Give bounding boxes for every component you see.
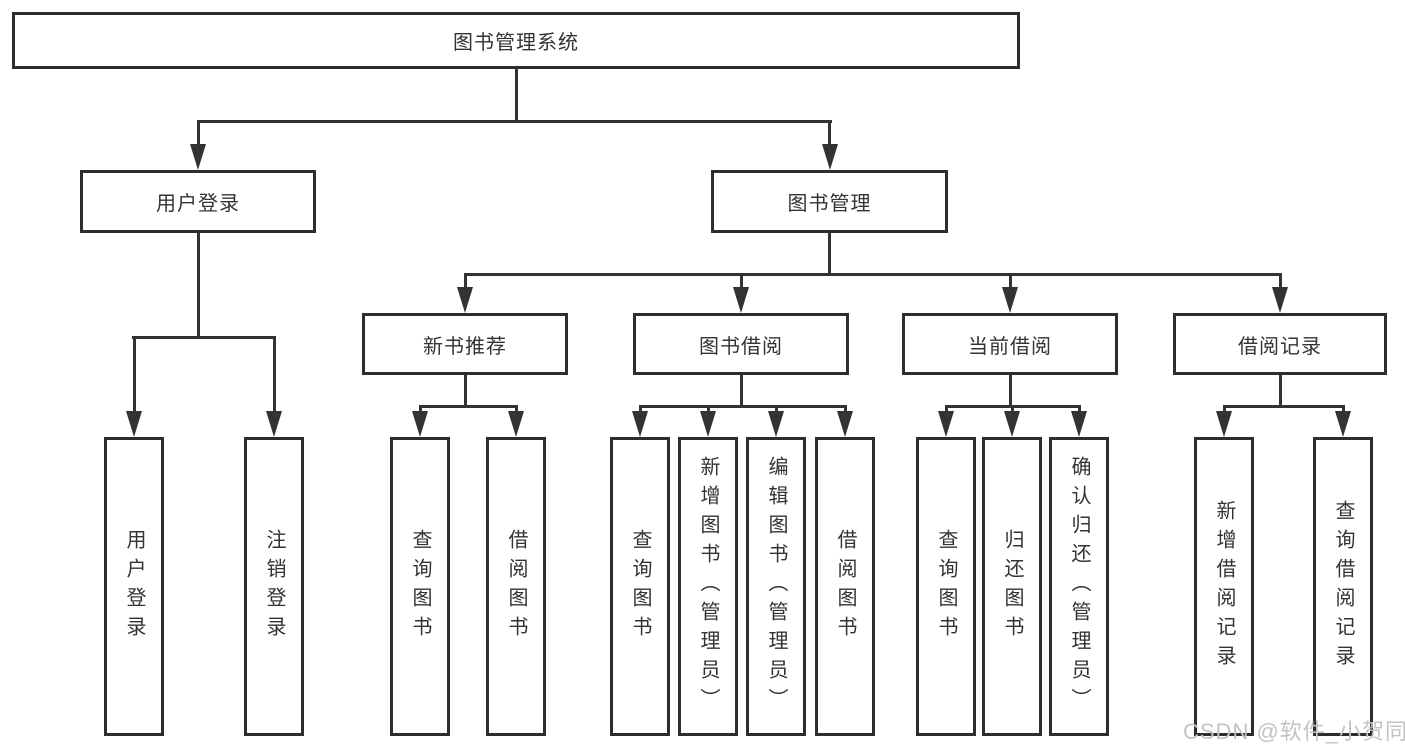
connector-drop-book-borrow (739, 273, 743, 289)
leaf-logout: 注销登录 (244, 437, 304, 736)
leaf-label: 用户登录 (123, 528, 145, 645)
connector-drop-borrow-records (1278, 273, 1282, 289)
connector-book-management-stem (828, 233, 831, 276)
connector-root-rail (196, 120, 832, 123)
leaf-add-borrow-record: 新增借阅记录 (1194, 437, 1254, 736)
connector-drop-borrow-book-1 (514, 405, 518, 413)
node-new-book-recommendation: 新书推荐 (362, 313, 568, 375)
leaf-query-book-3: 查询图书 (916, 437, 976, 736)
arrow-to-return-book (1004, 411, 1020, 437)
leaf-borrow-book-2: 借阅图书 (815, 437, 875, 736)
leaf-edit-book-admin: 编辑图书（管理员） (746, 437, 806, 736)
arrow-to-query-book-1 (412, 411, 428, 437)
connector-drop-add-book (706, 405, 710, 413)
connector-drop-add-record (1222, 405, 1226, 413)
connector-borrow-records-rail (1222, 405, 1345, 408)
arrow-to-leaf-user-login (126, 411, 142, 437)
leaf-query-book-1: 查询图书 (390, 437, 450, 736)
arrow-to-add-book (700, 411, 716, 437)
connector-drop-borrow-book-2 (843, 405, 847, 413)
connector-drop-book-management (828, 120, 831, 146)
node-current-borrowing: 当前借阅 (902, 313, 1118, 375)
node-label: 图书管理系统 (453, 32, 579, 54)
connector-drop-query-book-2 (638, 405, 642, 413)
connector-book-management-rail (463, 273, 1282, 276)
node-library-management-system: 图书管理系统 (12, 12, 1020, 69)
leaf-label: 新增图书（管理员） (697, 456, 719, 717)
node-label: 图书借阅 (699, 335, 783, 358)
leaf-add-book-admin: 新增图书（管理员） (678, 437, 738, 736)
arrow-to-add-record (1216, 411, 1232, 437)
connector-drop-return-book (1010, 405, 1014, 413)
connector-drop-leaf-user-login (132, 336, 136, 413)
connector-user-login-rail (132, 336, 275, 339)
node-label: 借阅记录 (1238, 335, 1322, 358)
arrow-to-new-book-rec (457, 287, 473, 313)
arrow-to-current-borrow (1002, 287, 1018, 313)
connector-book-borrow-rail (638, 405, 847, 408)
leaf-user-login: 用户登录 (104, 437, 164, 736)
arrow-to-book-borrow (733, 287, 749, 313)
arrow-to-edit-book (768, 411, 784, 437)
leaf-borrow-book-1: 借阅图书 (486, 437, 546, 736)
connector-new-book-rec-rail (418, 405, 518, 408)
node-book-borrowing: 图书借阅 (633, 313, 849, 375)
connector-drop-query-book-1 (418, 405, 422, 413)
arrow-to-confirm-return (1071, 411, 1087, 437)
connector-drop-current-borrow (1008, 273, 1012, 289)
arrow-to-book-management (821, 144, 838, 170)
connector-drop-user-login (196, 120, 200, 146)
leaf-query-borrow-record: 查询借阅记录 (1313, 437, 1373, 736)
leaf-label: 查询借阅记录 (1332, 499, 1354, 674)
leaf-label: 新增借阅记录 (1213, 499, 1235, 674)
leaf-label: 归还图书 (1001, 528, 1023, 645)
node-label: 当前借阅 (968, 335, 1052, 358)
connector-drop-query-book-3 (944, 405, 948, 413)
leaf-label: 查询图书 (409, 528, 431, 645)
node-label: 图书管理 (787, 193, 872, 215)
connector-drop-leaf-logout (272, 336, 276, 413)
arrow-to-query-book-2 (632, 411, 648, 437)
connector-drop-edit-book (774, 405, 778, 413)
leaf-label: 查询图书 (629, 528, 651, 645)
arrow-to-user-login (190, 144, 206, 170)
arrow-to-query-book-3 (938, 411, 954, 437)
leaf-label: 查询图书 (935, 528, 957, 645)
leaf-label: 借阅图书 (505, 528, 527, 645)
connector-current-borrow-stem (1008, 375, 1012, 408)
leaf-query-book-2: 查询图书 (610, 437, 670, 736)
connector-drop-confirm-return (1077, 405, 1081, 413)
connector-new-book-rec-stem (463, 375, 467, 408)
node-borrowing-records: 借阅记录 (1173, 313, 1387, 375)
leaf-confirm-return-admin: 确认归还（管理员） (1049, 437, 1109, 736)
csdn-watermark: CSDN @软件_小贺同学 (1183, 719, 1405, 744)
arrow-to-borrow-book-1 (508, 411, 524, 437)
leaf-return-book: 归还图书 (982, 437, 1042, 736)
connector-drop-new-book-rec (463, 273, 467, 289)
node-label: 用户登录 (156, 193, 240, 215)
arrow-to-borrow-records (1272, 287, 1288, 313)
connector-drop-query-record (1341, 405, 1345, 413)
arrow-to-leaf-logout (266, 411, 282, 437)
leaf-label: 注销登录 (263, 528, 285, 645)
leaf-label: 确认归还（管理员） (1068, 456, 1090, 717)
node-book-management: 图书管理 (711, 170, 948, 233)
arrow-to-borrow-book-2 (837, 411, 853, 437)
leaf-label: 借阅图书 (834, 528, 856, 645)
connector-user-login-stem (196, 233, 200, 339)
leaf-label: 编辑图书（管理员） (765, 456, 787, 717)
connector-borrow-records-stem (1278, 375, 1282, 408)
connector-root-stem (514, 69, 518, 123)
node-user-login: 用户登录 (80, 170, 316, 233)
node-label: 新书推荐 (423, 335, 507, 358)
connector-book-borrow-stem (739, 375, 743, 408)
arrow-to-query-record (1335, 411, 1351, 437)
